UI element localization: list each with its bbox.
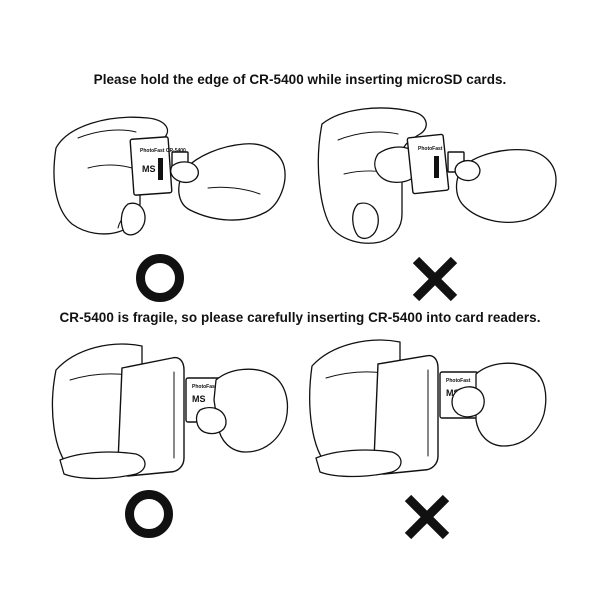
sd-adapter-card: PhotoFast — [406, 133, 450, 195]
svg-text:MS: MS — [142, 164, 156, 174]
instruction-heading-2: CR-5400 is fragile, so please carefully … — [59, 310, 541, 325]
svg-text:MS: MS — [192, 394, 206, 404]
cross-mark-incorrect-1 — [412, 256, 458, 302]
illustration-hold-edge-incorrect: PhotoFast — [317, 104, 558, 254]
cross-mark-incorrect-2 — [404, 494, 450, 540]
circle-mark-correct-1 — [136, 254, 184, 302]
svg-text:MS: MS — [446, 388, 460, 398]
svg-text:PhotoFast: PhotoFast — [418, 146, 443, 152]
illustration-reader-insert-incorrect: PhotoFast MS — [308, 336, 548, 496]
instruction-heading-1: Please hold the edge of CR-5400 while in… — [93, 72, 507, 87]
circle-mark-correct-2 — [125, 490, 173, 538]
illustration-reader-insert-correct: PhotoFast CR-5400 MS — [50, 340, 290, 490]
illustration-hold-edge-correct: PhotoFast CR-5400 MS — [48, 108, 288, 248]
svg-text:PhotoFast: PhotoFast — [446, 378, 471, 384]
svg-text:PhotoFast CR-5400: PhotoFast CR-5400 — [140, 148, 186, 154]
sd-adapter-card: PhotoFast CR-5400 MS — [129, 136, 186, 196]
